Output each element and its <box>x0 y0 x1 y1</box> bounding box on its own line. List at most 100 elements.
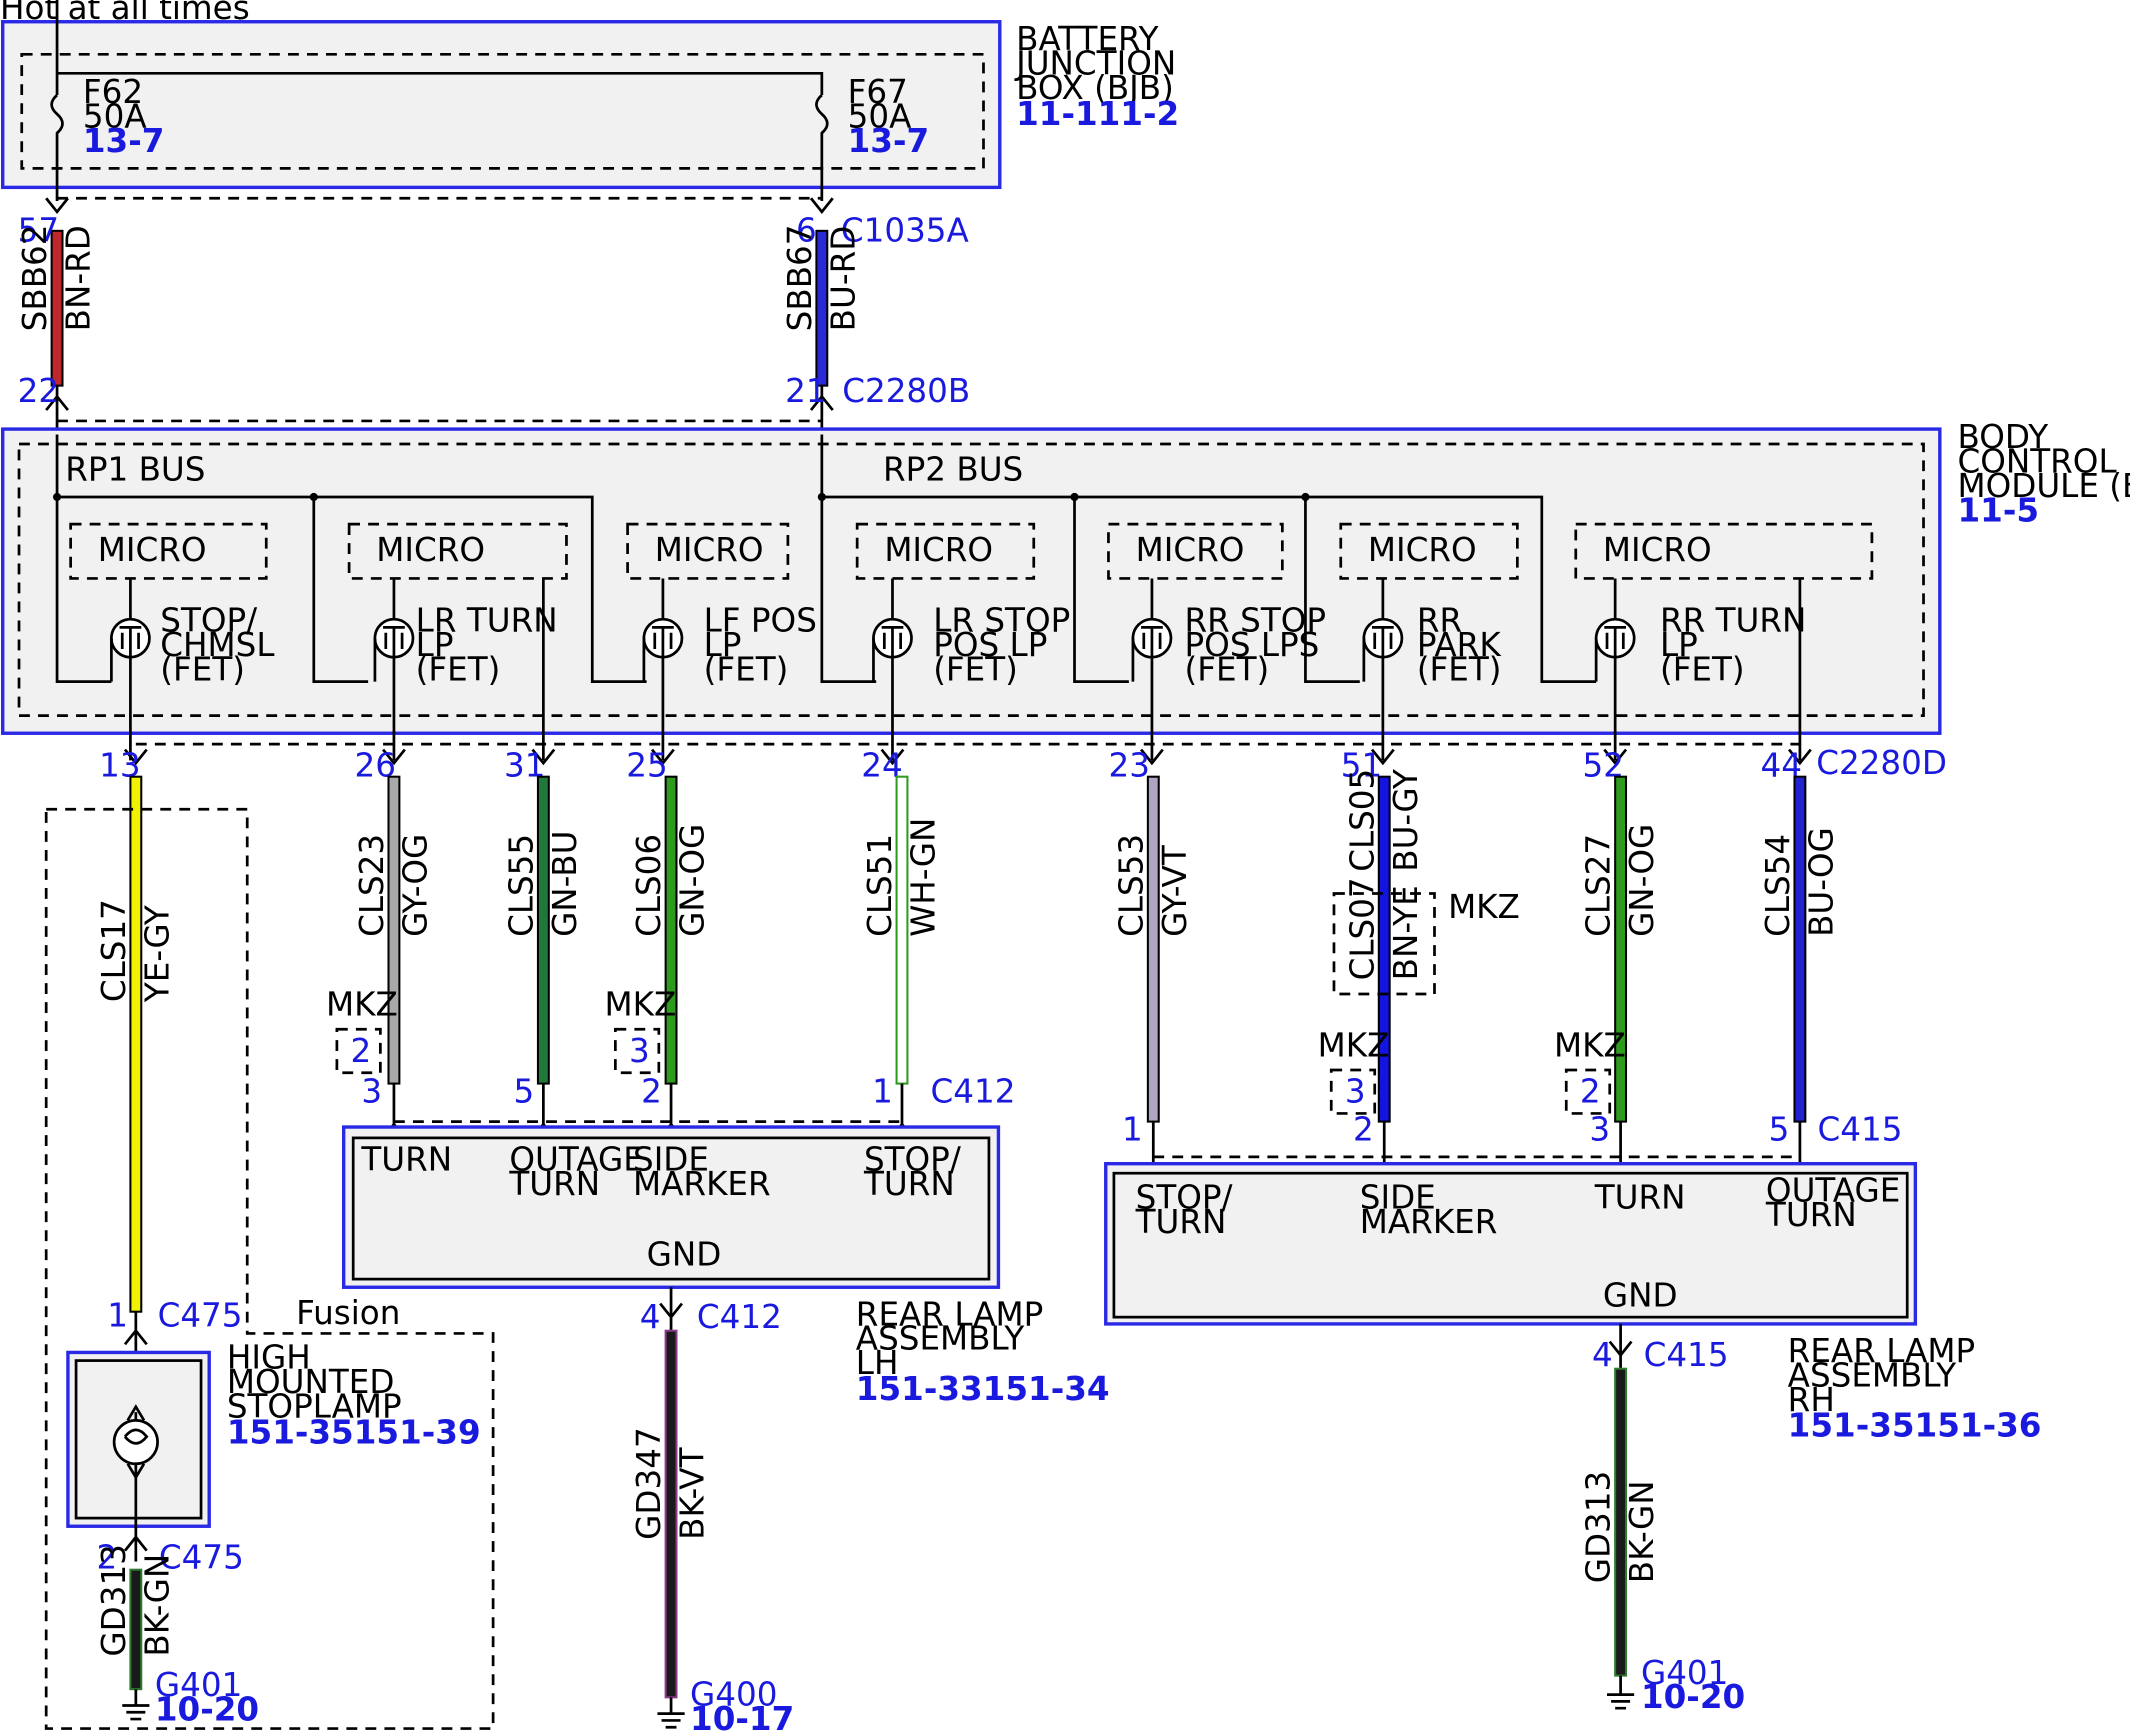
circuit-cls54: CLS54 <box>1759 834 1797 937</box>
hmsl-title-line2: MOUNTED <box>227 1363 395 1401</box>
connector-arrow-icon <box>123 1534 148 1552</box>
connector-arrow-icon <box>45 197 69 215</box>
fet-label: (FET) <box>416 650 501 688</box>
pin-25: 25 <box>626 747 667 785</box>
micro-label: MICRO <box>1136 531 1245 569</box>
rh-ref-link[interactable]: 151-35151-36 <box>1788 1407 2042 1445</box>
pin-3: 3 <box>1589 1111 1610 1149</box>
rp2-bus <box>820 434 1597 684</box>
fet-label: POS LPS <box>1185 626 1320 664</box>
rh-title-line1: REAR LAMP <box>1788 1332 1975 1370</box>
rh-terminal-outage: TURN <box>1765 1196 1857 1234</box>
fet-label: STOP/ <box>160 601 257 639</box>
ground-wire-gd313-rh: 4 C415 GD313 BK-GN G401 10-20 <box>1580 1323 1745 1716</box>
ground-g401: G401 <box>155 1666 242 1704</box>
lh-inner <box>351 1136 991 1281</box>
pin-57: 57 <box>18 212 59 250</box>
battery-junction-box: F62 50A 13-7 F67 50A 13-7 BATTERY JUNCTI… <box>1 0 1180 201</box>
fuse-f67-ref-link[interactable]: 13-7 <box>848 122 930 160</box>
rh-title-line3: RH <box>1788 1381 1835 1419</box>
micro-label: MICRO <box>1368 531 1477 569</box>
micro-box <box>626 522 790 580</box>
mkz-pin: 2 <box>350 1032 371 1070</box>
connector-arrow-icon <box>809 197 834 215</box>
micro-box <box>1107 522 1284 580</box>
ground-icon <box>122 1689 150 1721</box>
micro-label: MICRO <box>1603 531 1712 569</box>
ground-g401: G401 <box>1641 1654 1728 1692</box>
fet-label: POS LP <box>933 626 1047 664</box>
ground-icon <box>1607 1675 1635 1710</box>
bcm-inner-boundary <box>17 442 1925 717</box>
feed-wire-sbb67: 6 C1035A 21 C2280B SBB67 BU-RD <box>781 197 970 435</box>
pin-2: 2 <box>1353 1111 1374 1149</box>
fet-label: (FET) <box>1417 650 1502 688</box>
mkz-label: MKZ <box>604 986 676 1024</box>
micro-label: MICRO <box>884 531 993 569</box>
ground-g401-ref-link[interactable]: 10-20 <box>155 1690 259 1728</box>
fusion-variant-label: Fusion <box>296 1294 400 1332</box>
rh-terminal-stop-turn: STOP/ <box>1136 1179 1233 1217</box>
bcm-title-line3: MODULE (BCM) <box>1957 467 2130 505</box>
mkz-alt-circuit-box <box>1332 892 1436 996</box>
fet-label: LR TURN <box>416 601 558 639</box>
fet-label: CHMSL <box>160 626 274 664</box>
circuit-sbb62: SBB62 <box>16 224 54 331</box>
gate-lines <box>129 578 1617 620</box>
fet-lf-pos-icon <box>642 617 684 761</box>
circuit-cls53: CLS53 <box>1112 834 1150 937</box>
lamp-bulb-icon <box>112 1404 159 1562</box>
fet-lr-turn-icon <box>373 617 415 761</box>
rear-lamp-assembly-rh: STOP/ TURN SIDE MARKER TURN OUTAGE TURN … <box>1104 1161 2042 1445</box>
splice-dot <box>817 492 826 502</box>
bjb-inner-boundary <box>20 52 985 170</box>
wire-cls05: 51 CLS05 BU-GY CLS07 BN-YE MKZ MKZ 3 2 <box>1318 747 1520 1193</box>
wire-color-bu-gy: BU-GY <box>1387 769 1425 872</box>
bcm-ref-link[interactable]: 11-5 <box>1957 491 2039 529</box>
pin-1: 1 <box>1122 1111 1143 1149</box>
bjb-title-line2: JUNCTION <box>1014 45 1176 83</box>
monitor-lines <box>542 578 1802 761</box>
circuit-cls51: CLS51 <box>861 834 899 937</box>
micro-label: MICRO <box>98 531 207 569</box>
wire-cls17-body <box>129 775 143 1313</box>
wire-color-gy-og: GY-OG <box>397 834 435 937</box>
bcm-title-line2: CONTROL <box>1957 443 2116 481</box>
fuse-f62-ref-link[interactable]: 13-7 <box>83 122 165 160</box>
bjb-title-line3: BOX (BJB) <box>1016 69 1174 107</box>
hmsl-ref-link[interactable]: 151-35151-39 <box>227 1413 481 1451</box>
pin-1: 1 <box>107 1297 128 1335</box>
lh-title-line1: REAR LAMP <box>856 1295 1043 1333</box>
lh-title-line3: LH <box>856 1344 899 1382</box>
wire-cls54: 44 CLS54 BU-OG 5 C415 <box>1759 747 1903 1193</box>
ground-wire-gd347: 4 C412 GD347 BK-VT G400 10-17 <box>630 1287 794 1734</box>
lh-ref-link[interactable]: 151-33151-34 <box>856 1370 1110 1408</box>
circuit-gd313: GD313 <box>95 1544 133 1656</box>
ground-g400-ref-link[interactable]: 10-17 <box>690 1700 794 1734</box>
circuit-cls17: CLS17 <box>95 899 133 1002</box>
bjb-ref-link-1[interactable]: 11-1 <box>1016 95 1098 133</box>
pin-6: 6 <box>796 212 817 250</box>
ground-g401-ref-link[interactable]: 10-20 <box>1641 1678 1745 1716</box>
fet-rr-turn-icon <box>1594 617 1636 761</box>
bjb-ref-link-2[interactable]: 11-2 <box>1098 95 1180 133</box>
mkz-label: MKZ <box>1448 888 1520 926</box>
splice-dot <box>52 492 62 502</box>
rh-terminal-side-marker: SIDE <box>1360 1179 1436 1217</box>
hmsl-title-line1: HIGH <box>227 1339 311 1377</box>
rh-terminal-stop-turn: TURN <box>1135 1203 1227 1241</box>
wire-cls23: 26 CLS23 GY-OG MKZ 2 3 <box>326 747 435 1155</box>
bjb-feed-wire <box>55 0 824 96</box>
connector-c475: C475 <box>159 1538 244 1576</box>
rp2-bus-label: RP2 BUS <box>883 451 1023 489</box>
lh-terminal-stop-turn: STOP/ <box>864 1140 961 1178</box>
pin-4: 4 <box>1592 1336 1613 1374</box>
lh-terminal-side-marker: MARKER <box>633 1165 771 1203</box>
wire-cls53: 23 CLS53 GY-VT 1 <box>1108 747 1194 1193</box>
rp1-bus <box>55 434 647 684</box>
fet-label: RR STOP <box>1185 601 1327 639</box>
connector-arrow-icon <box>45 385 69 435</box>
wire-color-bn-rd: BN-RD <box>60 225 98 331</box>
fet-label: PARK <box>1417 626 1503 664</box>
fet-label: LP <box>704 626 742 664</box>
